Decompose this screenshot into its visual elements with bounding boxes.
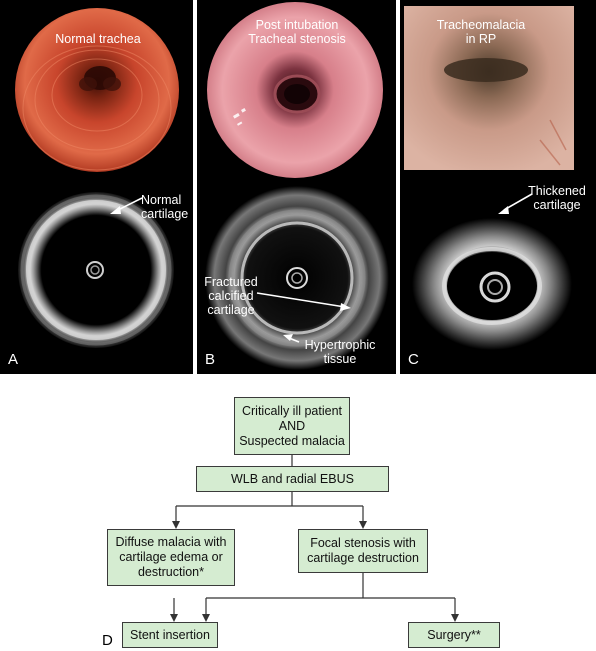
panel-a-letter: A <box>8 351 19 368</box>
normal-trachea-ebus-image <box>18 192 174 348</box>
panel-b-title: Post intubation Tracheal stenosis <box>237 18 357 46</box>
flow-box-suspected-malacia: Critically ill patient AND Suspected mal… <box>234 397 350 455</box>
panel-b: Post intubation Tracheal stenosis Fractu… <box>197 0 396 374</box>
panel-b-letter: B <box>205 351 216 368</box>
panel-d-letter: D <box>102 632 113 649</box>
panel-c-title: Tracheomalacia in RP <box>426 18 536 46</box>
flow-box-wlb-radial-ebus: WLB and radial EBUS <box>196 466 389 492</box>
tracheal-stenosis-ebus-image <box>205 186 389 370</box>
normal-cartilage-label-line1: Normal <box>141 193 182 207</box>
fractured-cartilage-arrow <box>256 292 346 308</box>
normal-trachea-endoscopy-image <box>15 8 179 172</box>
flow-box-diffuse-malacia-line1: Diffuse malacia with <box>115 535 227 549</box>
thickened-cartilage-label: Thickened cartilage <box>522 184 592 212</box>
flow-box-diffuse-malacia-line3: destruction* <box>137 565 204 579</box>
flow-box-suspected-malacia-line3: Suspected malacia <box>239 433 345 448</box>
flow-box-suspected-malacia-line2: AND <box>278 418 306 433</box>
normal-cartilage-label-line2: cartilage <box>141 207 189 221</box>
panel-b-title-line1: Post intubation <box>255 18 339 32</box>
flow-box-stent-insertion: Stent insertion <box>122 622 218 648</box>
panel-a: Normal trachea Normal cartilage A <box>0 0 193 374</box>
flow-box-suspected-malacia-line1: Critically ill patient <box>241 403 343 418</box>
thickened-cartilage-arrow <box>503 193 533 211</box>
panel-c-letter: C <box>408 351 419 368</box>
thickened-label-line1: Thickened <box>528 184 586 198</box>
flow-box-surgery: Surgery** <box>408 622 500 648</box>
normal-cartilage-label: Normal cartilage <box>141 193 188 221</box>
panel-c: Tracheomalacia in RP Thickened cartilage… <box>400 0 596 374</box>
hypertrophic-label-line2: tissue <box>323 352 357 366</box>
flow-box-focal-stenosis-line2: cartilage destruction <box>307 551 419 565</box>
panel-b-images <box>205 2 389 370</box>
panel-c-title-line1: Tracheomalacia <box>436 18 526 32</box>
flow-box-diffuse-malacia-line2: cartilage edema or <box>119 550 223 564</box>
panel-c-images <box>404 6 574 350</box>
hypertrophic-tissue-label: Hypertrophic tissue <box>297 338 383 366</box>
flow-box-focal-stenosis-line1: Focal stenosis with <box>310 536 416 550</box>
panel-a-images <box>15 8 179 348</box>
fractured-label-line3: cartilage <box>207 303 255 317</box>
panel-a-title: Normal trachea <box>55 32 141 46</box>
flow-box-focal-stenosis: Focal stenosis with cartilage destructio… <box>298 529 428 573</box>
thickened-label-line2: cartilage <box>533 198 581 212</box>
tracheomalacia-endoscopy-image <box>404 6 574 170</box>
fractured-label-line1: Fractured <box>204 275 258 289</box>
fractured-label-line2: calcified <box>208 289 254 303</box>
flow-box-diffuse-malacia: Diffuse malacia with cartilage edema or … <box>107 529 235 586</box>
hypertrophic-label-line1: Hypertrophic <box>304 338 376 352</box>
fractured-cartilage-label: Fractured calcified cartilage <box>199 275 263 317</box>
tracheomalacia-ebus-image <box>412 218 572 350</box>
panel-b-title-line2: Tracheal stenosis <box>248 32 346 46</box>
panel-c-title-line2: in RP <box>465 32 497 46</box>
